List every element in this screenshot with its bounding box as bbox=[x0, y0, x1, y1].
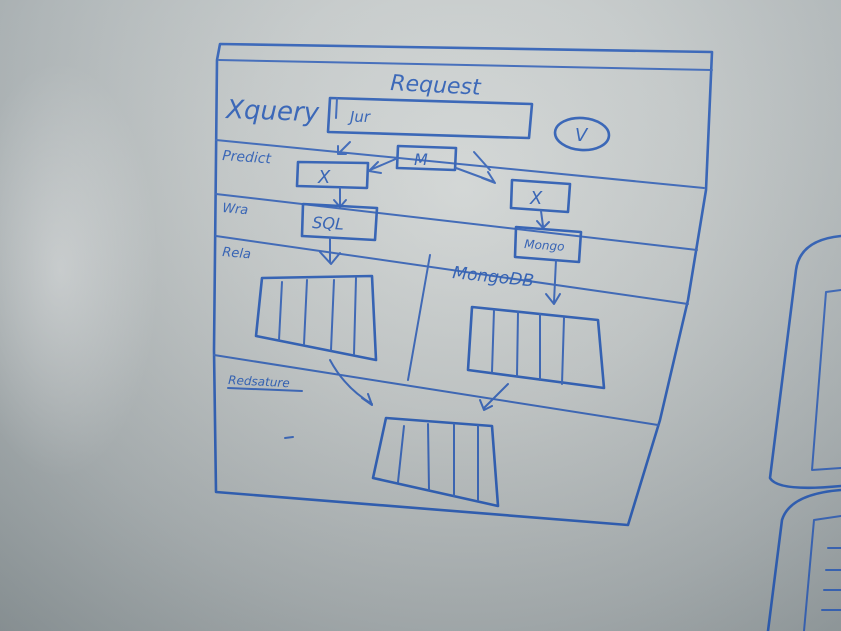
arrow-center-to-right-head bbox=[481, 171, 496, 184]
left-table-col-4 bbox=[353, 277, 357, 355]
arrow-center-to-left bbox=[369, 157, 399, 171]
mongo-box bbox=[513, 225, 583, 264]
row-divider-4 bbox=[213, 354, 659, 426]
mongodb-label: MongoDB bbox=[451, 263, 534, 291]
arrow-left-table-to-merged bbox=[329, 359, 373, 406]
row-divider-2 bbox=[215, 193, 698, 251]
arrow-query-to-left bbox=[337, 141, 351, 155]
outer-frame bbox=[212, 42, 714, 527]
merged-table-col-1 bbox=[397, 425, 405, 483]
arrow-left-to-sql bbox=[333, 187, 347, 208]
sql-box-label: SQL bbox=[312, 213, 345, 234]
sketch-title: Request bbox=[390, 71, 483, 101]
submit-button-label: V bbox=[575, 125, 589, 146]
second-sketch-frame-top bbox=[768, 234, 841, 490]
left-node-label: X bbox=[317, 167, 331, 188]
right-table-col-1 bbox=[491, 309, 495, 373]
left-table-col-3 bbox=[330, 279, 335, 351]
center-box bbox=[395, 144, 458, 172]
arrow-right-to-mongo bbox=[536, 210, 550, 229]
third-sketch-marks bbox=[821, 547, 841, 611]
row-label-redsature: Redsature bbox=[228, 373, 290, 390]
query-input-box bbox=[326, 96, 534, 140]
arrow-sql-to-table bbox=[319, 237, 341, 265]
top-band-line bbox=[218, 59, 713, 71]
query-input-value: Jur bbox=[347, 108, 371, 126]
light-glare bbox=[0, 60, 160, 480]
redsature-underline bbox=[227, 387, 303, 392]
third-sketch-inner bbox=[803, 515, 841, 631]
mongo-box-label: Mongo bbox=[524, 237, 565, 254]
arrow-right-table-to-merged bbox=[479, 383, 509, 411]
center-box-label: M bbox=[414, 150, 428, 169]
left-results-table bbox=[254, 274, 378, 362]
row-label-wra: Wra bbox=[222, 201, 249, 218]
arrow-mongo-to-table bbox=[545, 259, 561, 305]
merged-results-table bbox=[371, 416, 500, 508]
right-table-col-4 bbox=[561, 317, 565, 385]
bottom-left-dash bbox=[284, 436, 294, 439]
arrow-query-to-right bbox=[473, 151, 491, 171]
third-sketch-frame bbox=[766, 488, 841, 631]
row-label-predict: Predict bbox=[222, 148, 272, 167]
row-divider-3 bbox=[215, 235, 689, 305]
submit-button-oval bbox=[553, 116, 611, 152]
second-sketch-inner bbox=[811, 289, 841, 471]
right-node-label: X bbox=[529, 188, 543, 209]
left-table-col-1 bbox=[278, 281, 283, 341]
query-input-inner-line bbox=[335, 97, 338, 119]
sql-box bbox=[300, 202, 379, 242]
results-vertical-divider bbox=[407, 254, 431, 381]
left-table-col-2 bbox=[303, 279, 308, 345]
row-divider-1 bbox=[215, 139, 705, 189]
merged-table-col-2 bbox=[427, 423, 430, 491]
left-node-box bbox=[295, 160, 370, 190]
row-label-rela: Rela bbox=[222, 245, 252, 262]
arrow-center-to-left-head bbox=[368, 161, 382, 174]
query-label: Xquery bbox=[224, 95, 320, 128]
right-results-table bbox=[466, 305, 606, 390]
right-node-box bbox=[509, 178, 572, 214]
right-table-col-2 bbox=[516, 311, 519, 377]
